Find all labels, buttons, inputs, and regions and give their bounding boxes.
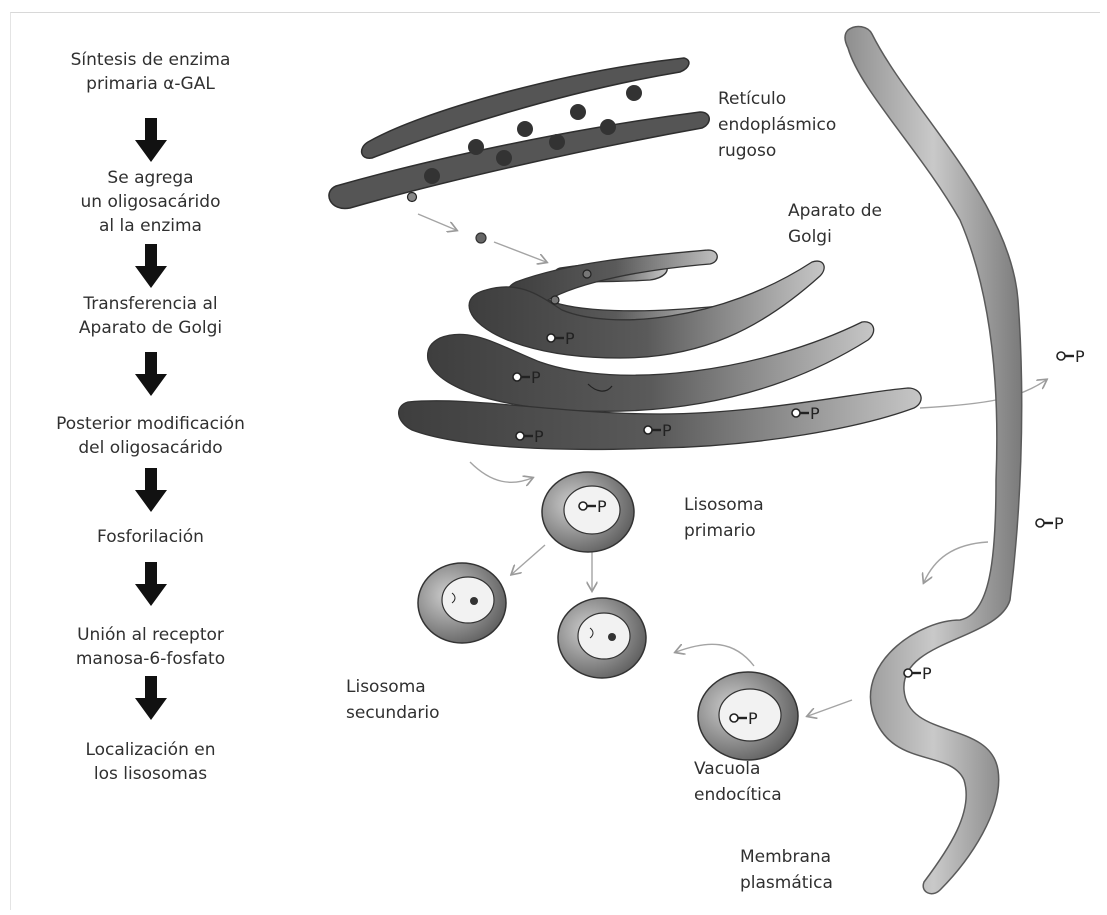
label-endocytic-vacuole-1: Vacuola (694, 759, 760, 779)
phosphate-marker-secreted-p: P (1057, 347, 1085, 366)
phosphate-label: P (922, 664, 932, 683)
label-endocytic-vacuole-2: endocítica (694, 785, 782, 805)
phosphate-label: P (597, 497, 607, 516)
phosphate-label: P (810, 404, 820, 423)
phosphate-label: P (662, 421, 672, 440)
label-golgi-1: Aparato de (788, 201, 882, 221)
label-plasma-membrane-2: plasmática (740, 873, 833, 893)
transport-vesicle (476, 233, 486, 243)
secondary-lysosome-right (558, 598, 646, 678)
phosphate-label: P (748, 709, 758, 728)
enzyme-dot (551, 296, 559, 304)
label-secondary-lysosome-1: Lisosoma (346, 677, 426, 697)
label-primary-lysosome-1: Lisosoma (684, 495, 764, 515)
label-rer-2: endoplásmico (718, 115, 836, 135)
golgi-apparatus (399, 250, 921, 449)
label-secondary-lysosome-2: secundario (346, 703, 440, 723)
secondary-lysosome-left (418, 563, 506, 643)
enzyme-dot (408, 193, 417, 202)
enzyme-dot (583, 270, 591, 278)
phosphate-label: P (1054, 514, 1064, 533)
label-rer-3: rugoso (718, 141, 776, 161)
primary-lysosome (542, 472, 634, 552)
label-rer-1: Retículo (718, 89, 786, 109)
phosphate-label: P (531, 368, 541, 387)
phosphate-label: P (1075, 347, 1085, 366)
phosphate-label: P (534, 427, 544, 446)
label-golgi-2: Golgi (788, 227, 832, 247)
plasma-membrane (845, 27, 1022, 894)
rough-er (329, 58, 709, 209)
phosphate-label: P (565, 329, 575, 348)
phosphate-marker-membrane-p: P (1036, 514, 1064, 533)
label-primary-lysosome-2: primario (684, 521, 756, 541)
label-plasma-membrane-1: Membrana (740, 847, 831, 867)
